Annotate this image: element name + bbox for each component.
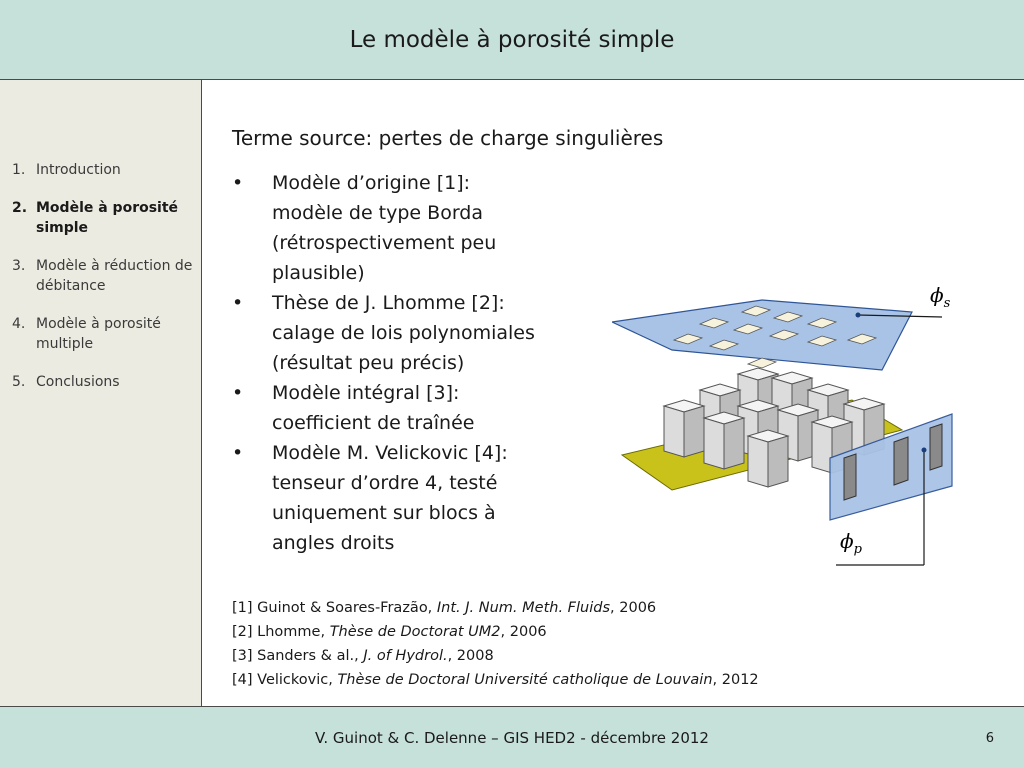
reference-text: [2] Lhomme,	[232, 624, 330, 640]
phi-s-marker	[855, 312, 861, 318]
bullet-list: • Modèle d’origine [1]: modèle de type B…	[232, 168, 572, 558]
reference-source: Thèse de Doctoral Université catholique …	[337, 672, 713, 688]
footer-text: V. Guinot & C. Delenne – GIS HED2 - déce…	[315, 729, 709, 747]
porosity-diagram: ϕs ϕp	[612, 283, 953, 566]
phi-s-leader	[857, 314, 943, 318]
toc-number: 4.	[12, 316, 26, 332]
building-blocks	[662, 367, 886, 488]
toc-number: 5.	[12, 374, 26, 390]
vertical-plane	[829, 413, 953, 521]
block	[746, 429, 790, 488]
reference-text: [4] Velickovic,	[232, 672, 338, 688]
toc-label: Conclusions	[36, 374, 120, 390]
references: [1] Guinot & Soares-Frazão, Int. J. Num.…	[232, 596, 759, 692]
bullet-text: Thèse de J. Lhomme [2]: calage de lois p…	[272, 292, 535, 374]
reference-item: [3] Sanders & al., J. of Hydrol., 2008	[232, 644, 759, 668]
sidebar: 1. Introduction 2. Modèle à porosité sim…	[0, 80, 202, 706]
bullet-icon: •	[232, 442, 244, 464]
reference-year: , 2006	[500, 624, 547, 640]
toc-label: Modèle à réduction de débitance	[36, 258, 193, 294]
toc-number: 3.	[12, 258, 26, 274]
bullet-icon: •	[232, 172, 244, 194]
bullet-item: • Modèle d’origine [1]: modèle de type B…	[232, 168, 572, 288]
top-plane	[612, 299, 913, 371]
toc-number: 1.	[12, 162, 26, 178]
bullet-icon: •	[232, 292, 244, 314]
vertical-plane-bars	[843, 423, 943, 501]
page-number: 6	[985, 731, 994, 746]
phi-p-marker	[921, 447, 927, 453]
phi-s-label: ϕs	[930, 283, 951, 311]
bullet-item: • Modèle intégral [3]: coefficient de tr…	[232, 378, 572, 438]
reference-year: , 2008	[447, 648, 494, 664]
slide-content: Terme source: pertes de charge singulièr…	[202, 80, 1024, 706]
toc-number: 2.	[12, 200, 28, 216]
toc-item-porosite-multiple[interactable]: 4. Modèle à porosité multiple	[12, 314, 194, 354]
reference-source: J. of Hydrol.	[363, 648, 448, 664]
block	[662, 399, 706, 458]
toc-label: Modèle à porosité multiple	[36, 316, 161, 352]
toc-item-porosite-simple[interactable]: 2. Modèle à porosité simple	[12, 198, 194, 238]
phi-p-label: ϕp	[840, 529, 863, 557]
reference-item: [1] Guinot & Soares-Frazão, Int. J. Num.…	[232, 596, 759, 620]
bullet-icon: •	[232, 382, 244, 404]
slide-footer: V. Guinot & C. Delenne – GIS HED2 - déce…	[0, 706, 1024, 768]
bullet-text: Modèle intégral [3]: coefficient de traî…	[272, 382, 475, 434]
bullet-text: Modèle d’origine [1]: modèle de type Bor…	[272, 172, 497, 284]
plane-openings	[672, 305, 878, 369]
table-of-contents: 1. Introduction 2. Modèle à porosité sim…	[12, 160, 194, 410]
bullet-text: Modèle M. Velickovic [4]: tenseur d’ordr…	[272, 442, 508, 554]
reference-item: [2] Lhomme, Thèse de Doctorat UM2, 2006	[232, 620, 759, 644]
slide-header: Le modèle à porosité simple	[0, 0, 1024, 80]
toc-item-reduction-debitance[interactable]: 3. Modèle à réduction de débitance	[12, 256, 194, 296]
bullet-item: • Modèle M. Velickovic [4]: tenseur d’or…	[232, 438, 572, 558]
reference-item: [4] Velickovic, Thèse de Doctoral Univer…	[232, 668, 759, 692]
slide-title: Le modèle à porosité simple	[349, 26, 675, 53]
section-heading: Terme source: pertes de charge singulièr…	[232, 126, 664, 150]
toc-label: Introduction	[36, 162, 121, 178]
reference-year: , 2012	[712, 672, 759, 688]
reference-source: Thèse de Doctorat UM2	[329, 624, 501, 640]
block	[702, 411, 746, 470]
reference-text: [1] Guinot & Soares-Frazão,	[232, 600, 437, 616]
reference-source: Int. J. Num. Meth. Fluids	[436, 600, 611, 616]
toc-item-introduction[interactable]: 1. Introduction	[12, 160, 194, 180]
reference-year: , 2006	[610, 600, 657, 616]
toc-label: Modèle à porosité simple	[36, 200, 179, 236]
toc-item-conclusions[interactable]: 5. Conclusions	[12, 372, 194, 392]
bullet-item: • Thèse de J. Lhomme [2]: calage de lois…	[232, 288, 572, 378]
reference-text: [3] Sanders & al.,	[232, 648, 364, 664]
